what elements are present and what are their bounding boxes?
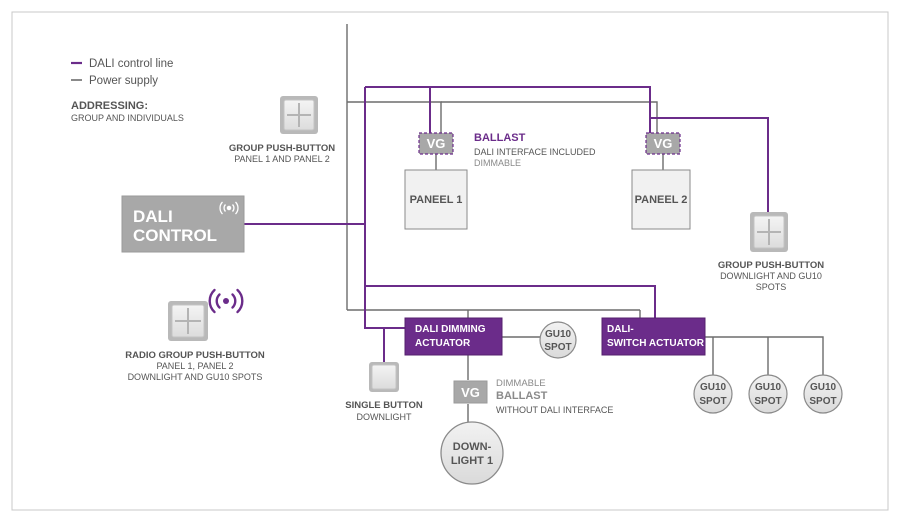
gu10-line2: SPOT — [754, 396, 781, 407]
dimmable-ballast-line2: BALLAST — [496, 390, 548, 402]
dali-control-lines — [244, 86, 769, 362]
dimming-actuator-box — [404, 317, 503, 356]
diagram-frame — [11, 11, 889, 511]
switch-actuator-line2: SWITCH ACTUATOR — [607, 338, 705, 349]
downlight-line2: LIGHT 1 — [451, 455, 493, 467]
gu10-line1: GU10 — [700, 382, 727, 393]
dimmable-ballast-line1: DIMMABLE — [496, 378, 546, 389]
panel-2[interactable]: PANEEL 2 — [631, 169, 691, 230]
radio-button-sub1: PANEL 1, PANEL 2 — [156, 361, 233, 371]
vg-label: VG — [427, 136, 446, 151]
gu10-line2: SPOT — [544, 342, 571, 353]
panel-2-box — [631, 169, 691, 230]
group-button-2-sub1: DOWNLIGHT AND GU10 — [720, 271, 822, 281]
panel-1-box — [404, 169, 468, 230]
dali-control-line1: DALI — [133, 207, 173, 226]
group-push-button-1[interactable] — [280, 96, 318, 134]
single-button-sub: DOWNLIGHT — [357, 412, 413, 422]
group-button-2-title: GROUP PUSH-BUTTON — [718, 260, 824, 271]
gu10-bulb — [693, 374, 733, 414]
group-button-2-sub2: SPOTS — [756, 282, 787, 292]
downlight-line1: DOWN- — [453, 441, 492, 453]
gu10-line2: SPOT — [699, 396, 726, 407]
dali-switch-actuator[interactable]: DALI- SWITCH ACTUATOR — [601, 317, 706, 356]
radio-button-title: RADIO GROUP PUSH-BUTTON — [125, 350, 265, 361]
gu10-spot-3[interactable]: GU10 SPOT — [803, 374, 843, 414]
power-supply-lines — [346, 24, 824, 422]
radio-group-push-button[interactable] — [168, 301, 208, 341]
radio-button-sub2: DOWNLIGHT AND GU10 SPOTS — [128, 372, 263, 382]
single-button-title: SINGLE BUTTON — [345, 400, 423, 411]
gu10-spot-2[interactable]: GU10 SPOT — [748, 374, 788, 414]
vg-box — [645, 132, 681, 155]
panel-2-label: PANEEL 2 — [635, 194, 688, 206]
single-button-icon — [371, 364, 397, 390]
dimmable-ballast-line3: WITHOUT DALI INTERFACE — [496, 405, 613, 415]
ballast-sub2: DIMMABLE — [474, 158, 521, 168]
addressing-subtitle: GROUP AND INDIVIDUALS — [71, 113, 184, 123]
addressing-title: ADDRESSING: — [71, 100, 148, 112]
switch-actuator-box — [601, 317, 706, 356]
group-push-button-2[interactable] — [750, 212, 788, 252]
legend: DALI control line Power supply — [71, 58, 173, 87]
vg-ballast-2: VG — [645, 132, 681, 155]
gu10-spot-1[interactable]: GU10 SPOT — [693, 374, 733, 414]
single-button[interactable] — [369, 362, 399, 392]
downlight-1[interactable]: DOWN- LIGHT 1 — [440, 421, 504, 485]
gu10-line2: SPOT — [809, 396, 836, 407]
vg-label: VG — [654, 136, 673, 151]
ballast-sub1: DALI INTERFACE INCLUDED — [474, 147, 596, 157]
radio-signal-icon — [208, 288, 244, 314]
group-button-1-title: GROUP PUSH-BUTTON — [229, 143, 335, 154]
gu10-bulb — [539, 321, 577, 359]
dali-control-line2: CONTROL — [133, 226, 217, 245]
gu10-line1: GU10 — [755, 382, 782, 393]
dali-control-unit[interactable]: DALI CONTROL — [121, 195, 245, 253]
dimming-actuator-line2: ACTUATOR — [415, 338, 471, 349]
gu10-bulb — [748, 374, 788, 414]
switch-actuator-line1: DALI- — [607, 324, 634, 335]
vg-box — [453, 380, 488, 404]
gu10-spot-dimmed[interactable]: GU10 SPOT — [539, 321, 577, 359]
group-button-1-sub: PANEL 1 AND PANEL 2 — [234, 154, 330, 164]
vg-label: VG — [461, 385, 480, 400]
vg-box — [418, 132, 454, 155]
wireless-signal-icon — [219, 201, 239, 215]
legend-power-label: Power supply — [89, 75, 158, 87]
panel-1[interactable]: PANEEL 1 — [404, 169, 468, 230]
dali-dimming-actuator[interactable]: DALI DIMMING ACTUATOR — [404, 317, 503, 356]
legend-dali-label: DALI control line — [89, 58, 173, 70]
dali-control-box — [121, 195, 245, 253]
panel-1-label: PANEEL 1 — [410, 194, 463, 206]
ballast-title: BALLAST — [474, 132, 526, 144]
vg-ballast-3: VG — [453, 380, 488, 404]
gu10-line1: GU10 — [545, 329, 572, 340]
downlight-bulb — [440, 421, 504, 485]
gu10-bulb — [803, 374, 843, 414]
gu10-line1: GU10 — [810, 382, 837, 393]
dimming-actuator-line1: DALI DIMMING — [415, 324, 486, 335]
vg-ballast-1: VG — [418, 132, 454, 155]
